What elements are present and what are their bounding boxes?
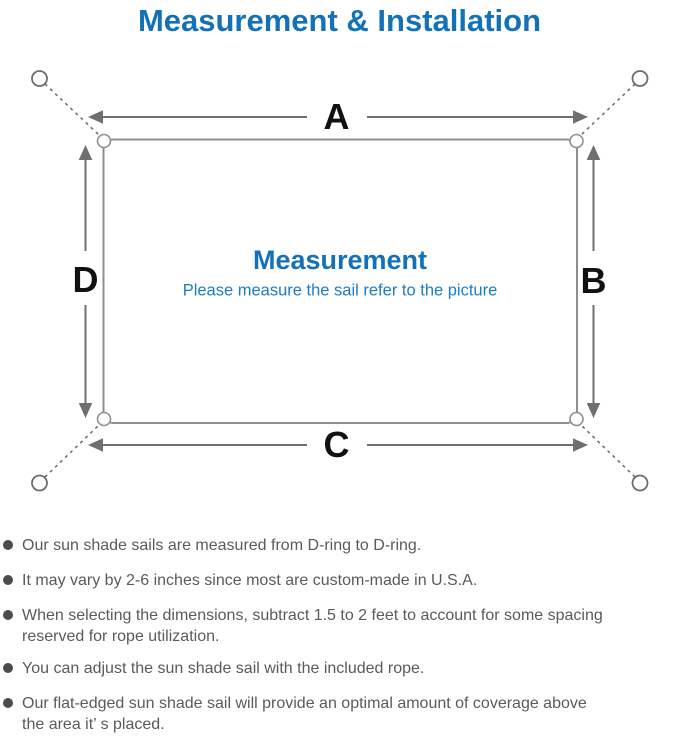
anchor-ring-icon-top-left bbox=[31, 70, 48, 87]
diagram-center-title: Measurement bbox=[253, 245, 427, 275]
d-ring-icon-top-left bbox=[96, 133, 112, 149]
arrowhead-down-icon bbox=[586, 403, 601, 418]
list-item: You can adjust the sun shade sail with t… bbox=[0, 658, 679, 679]
bullet-icon bbox=[3, 663, 13, 673]
dimension-arrow-bottom: C bbox=[88, 424, 588, 465]
list-item: It may vary by 2-6 inches since most are… bbox=[0, 570, 679, 591]
dimension-arrow-left: D bbox=[73, 145, 99, 418]
rope-line-bottom-left bbox=[44, 424, 100, 478]
bullet-icon bbox=[3, 610, 13, 620]
diagram-center-subtitle: Please measure the sail refer to the pic… bbox=[183, 282, 498, 300]
anchor-ring-icon-bottom-right bbox=[631, 474, 649, 492]
arrowhead-left-icon bbox=[88, 438, 103, 452]
d-ring-icon-bottom-left bbox=[96, 411, 112, 427]
list-item-text: It may vary by 2-6 inches since most are… bbox=[22, 572, 478, 589]
rope-lines bbox=[44, 83, 636, 478]
list-item-text: You can adjust the sun shade sail with t… bbox=[22, 660, 425, 677]
dimension-label-top: A bbox=[324, 96, 350, 137]
arrowhead-down-icon bbox=[78, 403, 93, 418]
d-ring-corners bbox=[96, 133, 584, 427]
bullet-icon bbox=[3, 540, 13, 550]
bullet-icon bbox=[3, 698, 13, 708]
arrowhead-up-icon bbox=[586, 145, 601, 160]
arrowhead-left-icon bbox=[88, 110, 103, 124]
arrowhead-right-icon bbox=[573, 438, 588, 452]
list-item-text: When selecting the dimensions, subtract … bbox=[22, 607, 603, 645]
anchor-ring-icon-bottom-left bbox=[31, 474, 48, 492]
bullet-icon bbox=[3, 575, 13, 585]
sail-measurement-diagram: A C D bbox=[0, 55, 679, 525]
anchor-ring-icon-top-right bbox=[631, 70, 649, 87]
dimension-label-left: D bbox=[73, 259, 99, 300]
sail-outline bbox=[102, 138, 578, 424]
list-item: Our flat-edged sun shade sail will provi… bbox=[0, 693, 679, 735]
sail-diagram-svg: A C D bbox=[31, 70, 649, 492]
list-item-text: Our sun shade sails are measured from D-… bbox=[22, 537, 422, 554]
rope-line-top-right bbox=[580, 83, 636, 136]
dimension-arrow-right: B bbox=[581, 145, 607, 418]
dimension-label-right: B bbox=[581, 260, 607, 301]
arrowhead-up-icon bbox=[78, 145, 93, 160]
list-item: Our sun shade sails are measured from D-… bbox=[0, 535, 679, 556]
anchor-rings bbox=[31, 70, 649, 492]
notes-list: Our sun shade sails are measured from D-… bbox=[0, 535, 679, 739]
rope-line-top-left bbox=[44, 83, 100, 136]
list-item: When selecting the dimensions, subtract … bbox=[0, 605, 679, 647]
d-ring-icon-bottom-right bbox=[569, 411, 584, 427]
list-item-text: Our flat-edged sun shade sail will provi… bbox=[22, 695, 587, 733]
dimension-label-bottom: C bbox=[324, 424, 350, 465]
rope-line-bottom-right bbox=[580, 424, 636, 478]
arrowhead-right-icon bbox=[573, 110, 588, 124]
dimension-arrow-top: A bbox=[88, 96, 588, 137]
d-ring-icon-top-right bbox=[569, 133, 584, 149]
page-title: Measurement & Installation bbox=[137, 3, 542, 38]
